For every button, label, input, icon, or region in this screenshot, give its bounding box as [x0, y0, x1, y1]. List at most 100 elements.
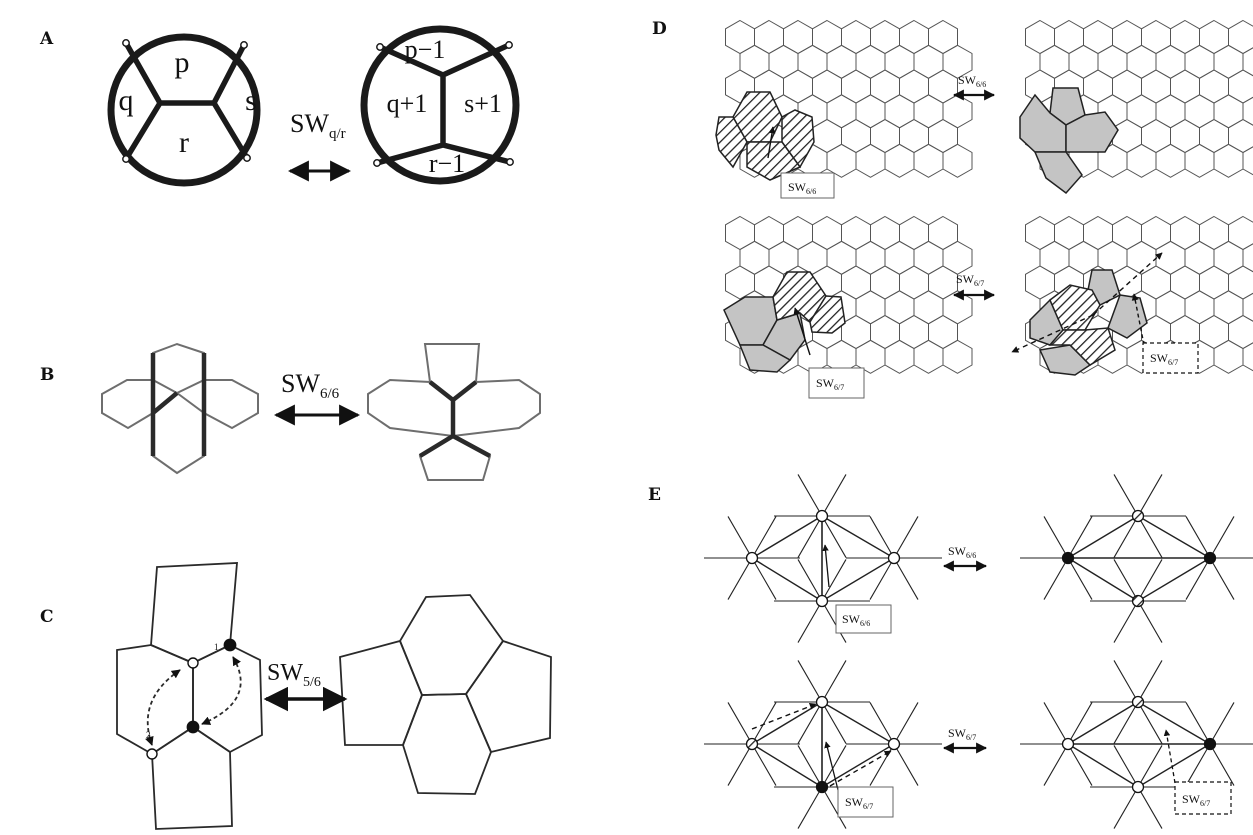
- graph-edge: [751, 516, 777, 559]
- graph-edge: [727, 743, 753, 786]
- hex-cell: [1025, 69, 1055, 104]
- panel-e-graph-bottom-left: [704, 660, 942, 829]
- hex-cell: [913, 240, 944, 275]
- hex-cell: [783, 69, 813, 104]
- panel-e-bottom-arrow-label: SW6/7: [948, 726, 976, 742]
- hex-cell: [826, 94, 857, 129]
- hex-cell: [1141, 215, 1171, 251]
- panel-d-pointer-1: [767, 126, 776, 159]
- hex-cell: [1025, 19, 1055, 55]
- hex-cell: [1126, 94, 1157, 129]
- panel-e-graph-top-left: [704, 474, 942, 643]
- panel-label-c: C: [40, 607, 54, 627]
- panel-e-box-sw67-right: [1174, 781, 1232, 815]
- panel-c-dashed-arrow-right: [201, 656, 242, 725]
- hex-cell: [812, 69, 842, 104]
- panel-b: SW6/6: [101, 342, 541, 481]
- hex-cell: [1213, 143, 1244, 178]
- hex-cell: [1112, 118, 1142, 154]
- panel-label-e: E: [648, 485, 661, 505]
- hex-cell: [1228, 314, 1253, 350]
- hex-cell: [1126, 240, 1157, 275]
- face-s: s: [245, 84, 257, 117]
- hex-cell: [754, 215, 784, 251]
- graph-edge: [1185, 557, 1211, 600]
- hex-cell: [841, 118, 871, 154]
- face-r-minus-1: r−1: [429, 149, 465, 178]
- face-p-minus-1: p−1: [405, 35, 446, 64]
- node-right: [1203, 737, 1217, 751]
- graph-edge: [821, 701, 847, 744]
- hex-cell: [725, 215, 755, 251]
- hex-cell: [928, 265, 958, 300]
- vertex-open-2: [146, 748, 158, 760]
- hex-cell: [1199, 118, 1229, 154]
- hex-cell: [812, 19, 842, 55]
- hex-cell: [899, 118, 929, 154]
- graph-edge: [1209, 743, 1235, 786]
- vertex-label-2: 2: [146, 730, 151, 740]
- panel-e-dashed-pointer: [1163, 729, 1176, 784]
- graph-edge: [1137, 557, 1211, 602]
- panel-d-hatched-cluster-3: [1048, 284, 1116, 366]
- hex-cell: [855, 94, 886, 129]
- graph-edge: [1137, 745, 1163, 788]
- hex-cell: [942, 94, 973, 129]
- graph-edge: [1067, 557, 1139, 602]
- hex-cell: [1242, 243, 1253, 273]
- graph-edge: [1113, 660, 1139, 703]
- face-r: r: [179, 126, 189, 159]
- graph-edge: [1185, 702, 1211, 745]
- hex-cell: [783, 215, 813, 251]
- vertex-open-1: [187, 657, 199, 669]
- hex-cell: [768, 44, 799, 79]
- hex-cell: [1242, 146, 1253, 176]
- panel-b-left-cluster: [101, 342, 259, 475]
- panel-e-top-arrow-label: SW6/6: [948, 544, 976, 560]
- graph-edge: [821, 743, 895, 788]
- hex-cell: [1170, 118, 1200, 154]
- hex-cell: [797, 240, 828, 275]
- hex-cell: [1025, 265, 1055, 300]
- graph-edge: [797, 701, 823, 744]
- hex-cell: [1184, 94, 1215, 129]
- graph-edge: [797, 660, 823, 703]
- graph-edge: [751, 702, 777, 745]
- face-s-plus-1: s+1: [464, 89, 502, 118]
- graph-edge: [751, 743, 823, 788]
- hex-cell: [1213, 290, 1244, 325]
- hex-cell: [812, 118, 842, 154]
- graph-edge: [797, 745, 823, 788]
- hex-cell: [841, 69, 871, 104]
- graph-edge: [1185, 516, 1211, 559]
- graph-edge: [727, 702, 753, 745]
- panel-e-pointer-2: [824, 741, 839, 791]
- hex-cell: [725, 19, 755, 55]
- hex-cell: [855, 240, 886, 275]
- graph-edge: [751, 701, 823, 745]
- hex-cell: [812, 215, 842, 251]
- graph-edge: [1209, 702, 1235, 745]
- hex-cell: [1155, 44, 1186, 79]
- panel-d-top-arrow-label: SW6/6: [958, 73, 986, 89]
- graph-edge: [821, 515, 847, 558]
- panel-label-a: A: [39, 29, 54, 49]
- graph-edge: [821, 557, 895, 602]
- panel-label-b: B: [40, 365, 54, 385]
- graph-edge: [1067, 743, 1139, 788]
- hex-cell: [1199, 265, 1229, 300]
- hex-cell: [1170, 265, 1200, 300]
- hex-cell: [1199, 215, 1229, 251]
- hex-cell: [1213, 94, 1244, 129]
- hex-cell: [1126, 143, 1157, 178]
- hex-cell: [783, 19, 813, 55]
- hex-cell: [1228, 118, 1253, 154]
- panel-e-box-sw66-label: SW6/6: [842, 612, 870, 628]
- hex-cell: [1184, 290, 1215, 325]
- hex-cell: [899, 69, 929, 104]
- hex-cell: [1155, 143, 1186, 178]
- hex-cell: [884, 339, 915, 374]
- graph-edge: [1043, 702, 1069, 745]
- hex-cell: [870, 69, 900, 104]
- graph-edge: [1137, 743, 1211, 788]
